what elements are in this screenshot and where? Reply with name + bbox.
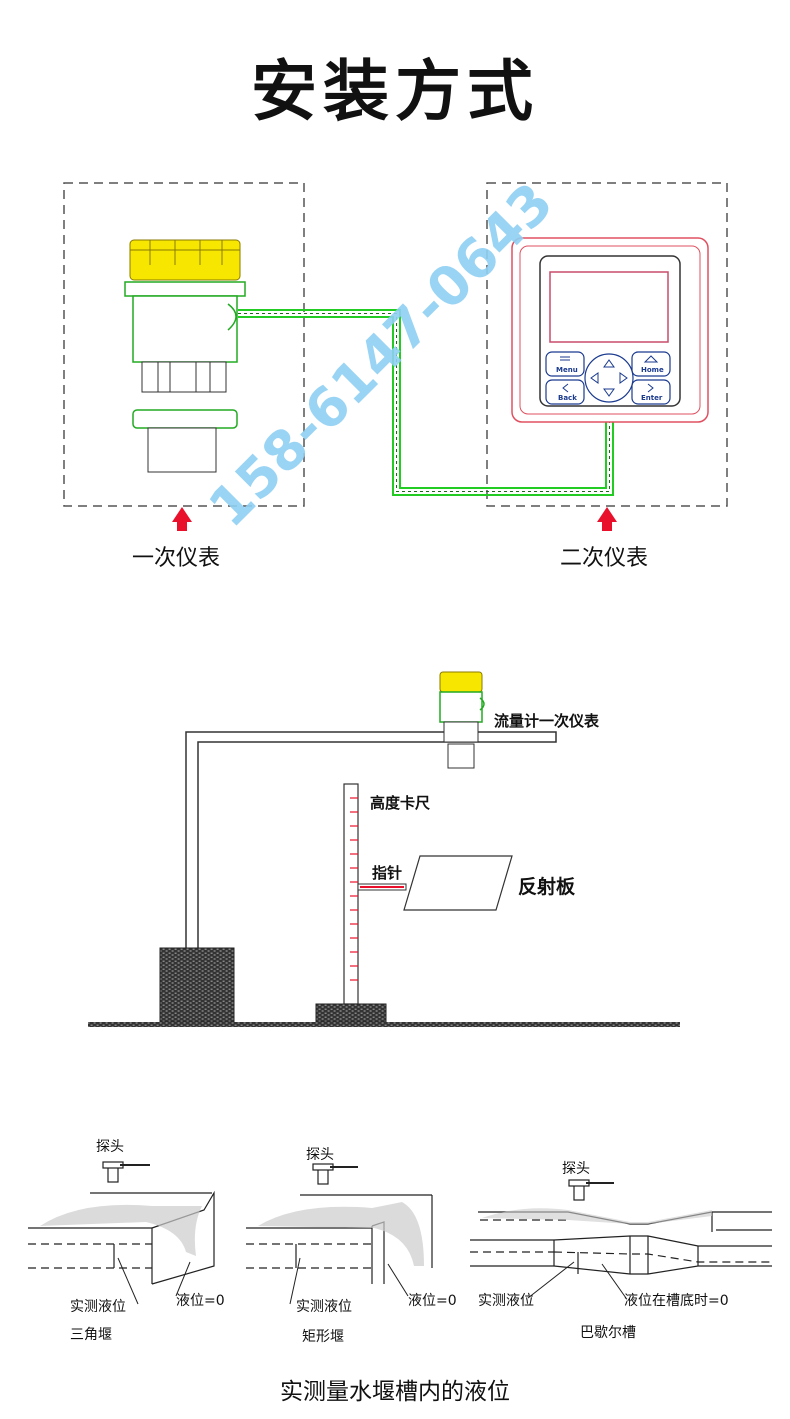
pointer-label: 指针	[372, 864, 403, 882]
weir1-name: 三角堰	[70, 1327, 112, 1343]
flume-measured-label: 实测液位	[478, 1293, 534, 1309]
weir1-probe-label: 探头	[96, 1139, 124, 1155]
controller-icon	[511, 237, 709, 423]
flume-name: 巴歇尔槽	[580, 1325, 636, 1341]
page-title: 安装方式	[251, 53, 539, 130]
home-key-label: Home	[641, 366, 664, 374]
menu-key-label: Menu	[556, 366, 578, 374]
weir2-measured-label: 实测液位	[296, 1299, 352, 1315]
weir2-name: 矩形堰	[302, 1329, 344, 1345]
parshall-flume-water	[482, 1208, 712, 1224]
pointer-arm	[357, 883, 407, 891]
signal-cable	[238, 309, 614, 496]
weir1-measured-label: 实测液位	[70, 1299, 126, 1315]
primary-instrument-box	[63, 182, 305, 507]
ruler-base	[315, 1003, 387, 1023]
signal-cable-dash	[238, 313, 610, 492]
triangular-weir-diagram	[28, 1161, 215, 1285]
bottom-caption: 实测量水堰槽内的液位	[280, 1379, 510, 1405]
flume-zero-label: 液位在槽底时=0	[624, 1293, 729, 1309]
flowmeter-label: 流量计一次仪表	[494, 712, 600, 730]
small-sensor-icon	[439, 671, 485, 769]
back-key-label: Back	[558, 394, 577, 402]
primary-arrow-icon	[172, 507, 192, 531]
weir2-zero-label: 液位=0	[408, 1293, 457, 1309]
height-ruler	[343, 783, 359, 1005]
bracket-base	[159, 947, 235, 1023]
ruler-label: 高度卡尺	[370, 794, 431, 812]
flume-probe-label: 探头	[562, 1161, 590, 1177]
parshall-flume-diagram	[470, 1179, 772, 1275]
weir1-zero-label: 液位=0	[176, 1293, 225, 1309]
reflector-plate	[403, 855, 513, 911]
secondary-instrument-box	[486, 182, 728, 507]
ground-line	[88, 1022, 680, 1027]
reflector-label: 反射板	[518, 876, 576, 898]
rectangular-weir-diagram	[246, 1163, 433, 1284]
primary-instrument-label: 一次仪表	[132, 546, 221, 571]
enter-key-label: Enter	[641, 394, 663, 402]
mounting-bracket	[185, 731, 557, 948]
secondary-arrow-icon	[597, 507, 617, 531]
ruler-ticks	[350, 797, 358, 981]
ultrasonic-sensor-icon	[124, 239, 246, 473]
weir2-probe-label: 探头	[306, 1147, 334, 1163]
leader-lines	[117, 1257, 627, 1305]
phone-watermark: 158-6147-0643	[197, 171, 566, 540]
secondary-instrument-label: 二次仪表	[560, 546, 649, 571]
triangular-weir-water	[40, 1204, 202, 1256]
rectangular-weir-water	[258, 1202, 424, 1266]
